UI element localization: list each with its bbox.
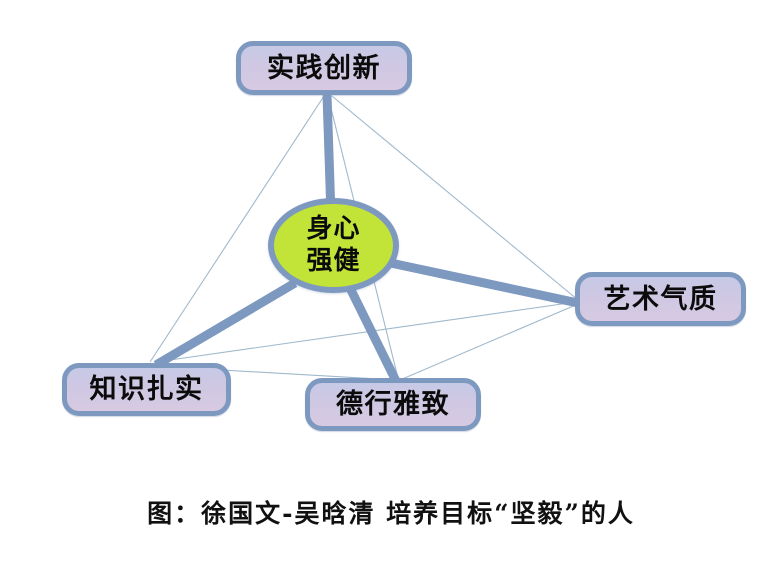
spoke-center-left bbox=[153, 279, 298, 369]
node-practice-innovation[interactable]: 实践创新 bbox=[236, 41, 412, 95]
spoke-center-bottom bbox=[345, 286, 401, 383]
node-label-line1: 身心 bbox=[306, 214, 361, 245]
node-label: 知识扎实 bbox=[89, 374, 204, 405]
figure-caption: 图：徐国文-吴晗清 培养目标“坚毅”的人 bbox=[147, 499, 635, 528]
node-solid-knowledge[interactable]: 知识扎实 bbox=[62, 363, 231, 416]
spoke-center-right bbox=[385, 257, 579, 308]
node-artistic-temperament[interactable]: 艺术气质 bbox=[575, 272, 746, 326]
node-virtue-elegance[interactable]: 德行雅致 bbox=[305, 378, 481, 431]
spoke-edges bbox=[153, 94, 579, 383]
edge-left-right bbox=[155, 301, 577, 363]
node-label: 艺术气质 bbox=[603, 283, 718, 315]
spoke-center-top bbox=[322, 94, 336, 216]
node-label-line2: 强健 bbox=[306, 245, 361, 276]
edge-bottom-right bbox=[399, 303, 579, 381]
node-label: 实践创新 bbox=[267, 52, 381, 84]
node-label: 德行雅致 bbox=[336, 389, 450, 420]
edge-top-right bbox=[331, 95, 579, 301]
node-physical-mental-health[interactable]: 身心 强健 bbox=[268, 198, 399, 293]
edge-top-left bbox=[149, 95, 325, 363]
